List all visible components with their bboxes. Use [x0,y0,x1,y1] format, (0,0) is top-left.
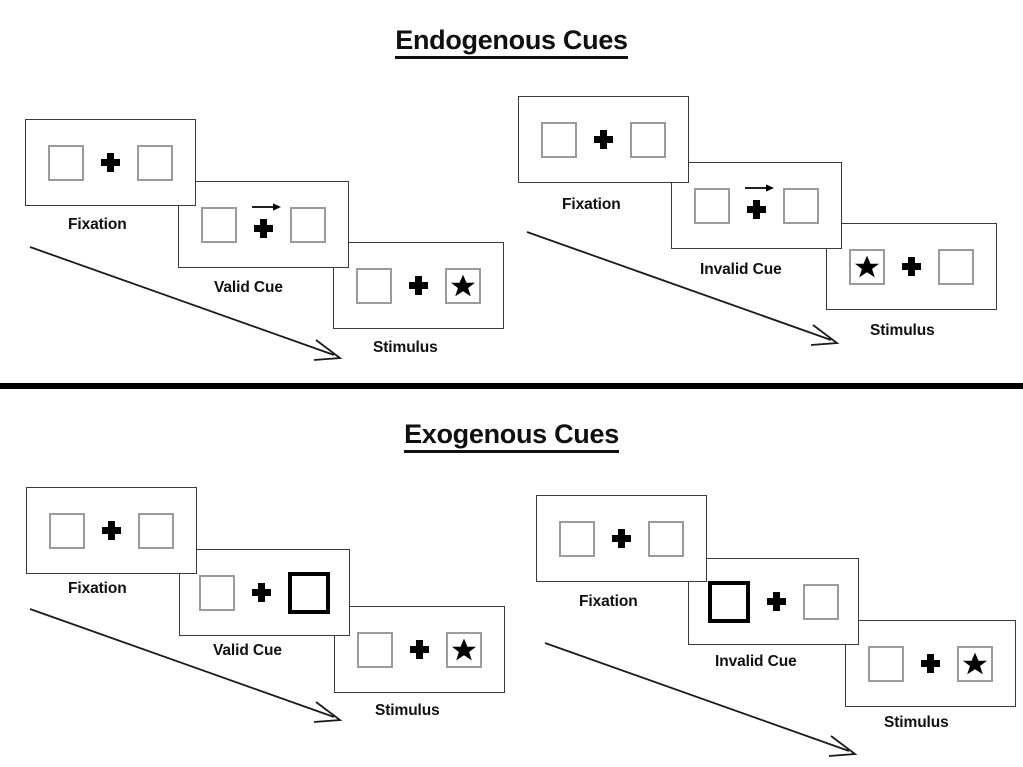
placeholder-box-right [138,512,174,549]
frame-content [689,580,858,623]
frame-exogenous-valid-cue [179,549,350,636]
frame-content [180,571,349,614]
frame-exogenous-valid-fixation [26,487,197,574]
frame-content [334,267,503,304]
caption-exogenous-valid-stimulus: Stimulus [375,702,440,719]
frame-endogenous-invalid-cue [671,162,842,249]
plus-icon [921,654,940,673]
time-progression-arrow-exogenous-valid [29,608,343,723]
plus-icon [747,200,766,219]
caption-endogenous-valid-stimulus: Stimulus [373,339,438,356]
time-progression-arrow-endogenous-invalid [526,231,840,346]
endogenous-cue-group [745,184,774,219]
plus-icon [767,592,786,611]
frame-content [26,144,195,181]
section-title-endogenous: Endogenous Cues [0,25,1023,59]
section-title-exogenous-text: Exogenous Cues [404,419,619,453]
placeholder-box-right-target [445,267,481,304]
placeholder-box-left [201,206,237,243]
plus-icon [102,521,121,540]
frame-content [537,520,706,557]
frame-content [179,203,348,243]
caption-endogenous-valid-fixation: Fixation [68,216,127,233]
placeholder-box-right [648,520,684,557]
caption-exogenous-invalid-cue: Invalid Cue [715,653,797,670]
star-icon [962,652,988,674]
placeholder-box-left [356,267,392,304]
star-icon [451,638,477,660]
placeholder-box-left [49,512,85,549]
placeholder-box-left [541,121,577,158]
plus-icon [594,130,613,149]
caption-endogenous-invalid-stimulus: Stimulus [870,322,935,339]
endogenous-cue-group [252,203,281,238]
placeholder-box-right-target [957,645,993,682]
plus-icon [410,640,429,659]
right-arrow-cue-icon [252,203,281,211]
placeholder-box-right [137,144,173,181]
plus-icon [612,529,631,548]
section-title-endogenous-text: Endogenous Cues [395,25,628,59]
placeholder-box-left [357,631,393,668]
frame-content [827,248,996,285]
frame-endogenous-valid-cue [178,181,349,268]
star-icon [854,255,880,277]
frame-content [846,645,1015,682]
placeholder-box-right [290,206,326,243]
plus-icon [252,583,271,602]
placeholder-box-right [803,583,839,620]
plus-icon [101,153,120,172]
placeholder-box-left [48,144,84,181]
time-progression-arrow-exogenous-invalid [544,642,858,757]
placeholder-box-left-cued [708,580,750,623]
time-progression-arrow-endogenous-valid [29,246,343,361]
frame-exogenous-valid-stimulus [334,606,505,693]
placeholder-box-left [559,520,595,557]
placeholder-box-right-target [446,631,482,668]
frame-exogenous-invalid-fixation [536,495,707,582]
caption-exogenous-valid-fixation: Fixation [68,580,127,597]
caption-endogenous-invalid-fixation: Fixation [562,196,621,213]
placeholder-box-right-cued [288,571,330,614]
placeholder-box-left [199,574,235,611]
section-title-exogenous: Exogenous Cues [0,419,1023,453]
frame-endogenous-invalid-stimulus [826,223,997,310]
caption-endogenous-valid-cue: Valid Cue [214,279,283,296]
caption-endogenous-invalid-cue: Invalid Cue [700,261,782,278]
caption-exogenous-invalid-fixation: Fixation [579,593,638,610]
plus-icon [254,219,273,238]
section-divider [0,383,1023,389]
frame-content [519,121,688,158]
frame-exogenous-invalid-stimulus [845,620,1016,707]
frame-content [335,631,504,668]
caption-exogenous-invalid-stimulus: Stimulus [884,714,949,731]
frame-content [27,512,196,549]
frame-endogenous-valid-stimulus [333,242,504,329]
placeholder-box-left-target [849,248,885,285]
frame-exogenous-invalid-cue [688,558,859,645]
caption-exogenous-valid-cue: Valid Cue [213,642,282,659]
placeholder-box-right [783,187,819,224]
placeholder-box-right [630,121,666,158]
placeholder-box-left [694,187,730,224]
plus-icon [409,276,428,295]
frame-content [672,184,841,224]
frame-endogenous-valid-fixation [25,119,196,206]
plus-icon [902,257,921,276]
frame-endogenous-invalid-fixation [518,96,689,183]
star-icon [450,274,476,296]
right-arrow-cue-icon [745,184,774,192]
placeholder-box-right [938,248,974,285]
placeholder-box-left [868,645,904,682]
